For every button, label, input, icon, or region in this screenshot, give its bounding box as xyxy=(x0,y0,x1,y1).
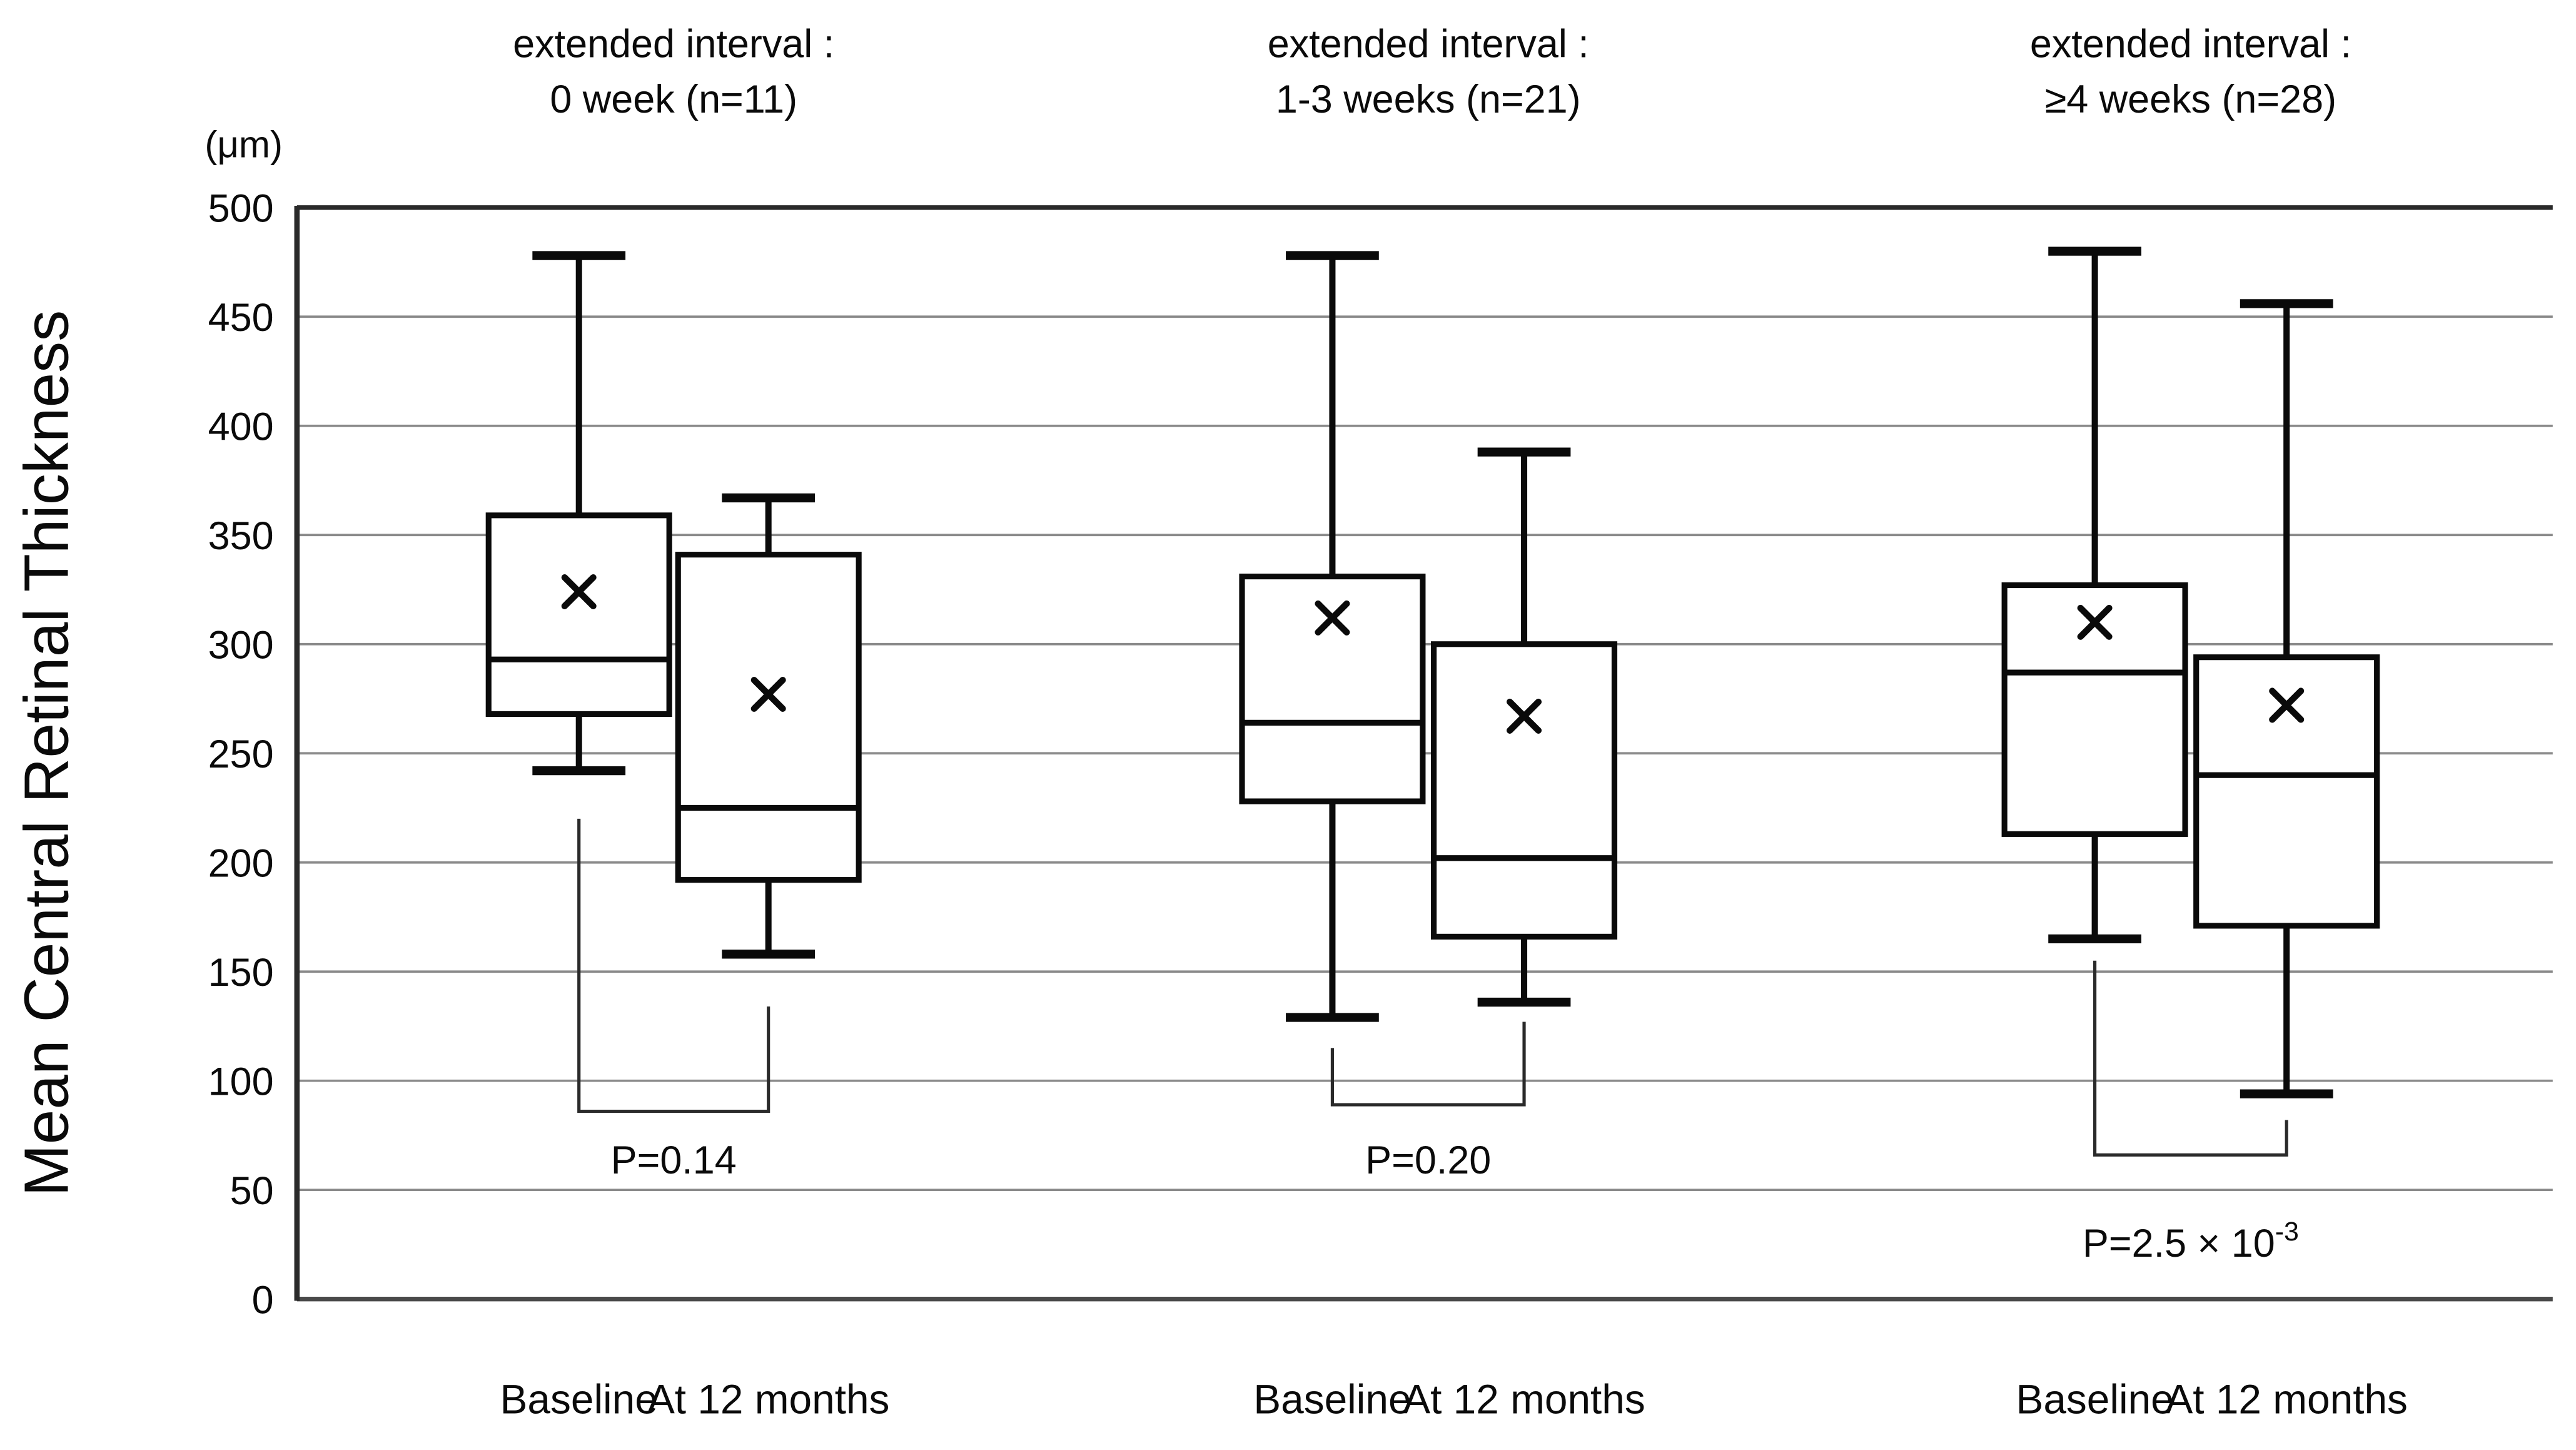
group-title-line1-g1: extended interval : xyxy=(513,23,834,66)
box-g2-at-12-months xyxy=(1431,641,1618,940)
y-tick-label-400: 400 xyxy=(208,405,274,449)
y-tick-label-500: 500 xyxy=(208,187,274,231)
group-title-line2-g2: 1-3 weeks (n=21) xyxy=(1276,78,1581,121)
y-tick-label-250: 250 xyxy=(208,733,274,776)
group-title-line2-g3: ≥4 weeks (n=28) xyxy=(2045,78,2336,121)
y-tick-label-150: 150 xyxy=(208,951,274,995)
box-g2-baseline xyxy=(1239,573,1426,804)
y-tick-label-450: 450 xyxy=(208,296,274,340)
y-tick-label-100: 100 xyxy=(208,1060,274,1104)
y-axis-unit-label: (μm) xyxy=(205,124,283,166)
mean-marker-g2-baseline xyxy=(1315,600,1350,636)
significance-bracket-g2 xyxy=(1330,1022,1526,1107)
group-title-line2-g1: 0 week (n=11) xyxy=(550,78,797,121)
mean-marker-g1-at-12-months xyxy=(750,676,786,712)
x-label-g3-at-12-months: At 12 months xyxy=(2165,1376,2408,1422)
box-g1-baseline xyxy=(485,512,672,717)
y-tick-label-50: 50 xyxy=(230,1169,274,1213)
y-tick-label-350: 350 xyxy=(208,514,274,558)
x-label-g1-at-12-months: At 12 months xyxy=(647,1376,890,1422)
group-title-line1-g2: extended interval : xyxy=(1268,23,1589,66)
mean-marker-g2-at-12-months xyxy=(1506,698,1542,734)
p-value-label-g3: P=2.5 × 10-3 xyxy=(2083,1217,2299,1265)
x-label-g2-baseline: Baseline xyxy=(1253,1376,1411,1422)
significance-bracket-g3 xyxy=(2093,960,2288,1157)
mean-marker-g1-baseline xyxy=(561,574,597,610)
x-label-g2-at-12-months: At 12 months xyxy=(1403,1376,1645,1422)
y-tick-label-200: 200 xyxy=(208,842,274,886)
x-label-g3-baseline: Baseline xyxy=(2016,1376,2173,1422)
group-title-line1-g3: extended interval : xyxy=(2030,23,2351,66)
mean-marker-g3-baseline xyxy=(2077,604,2113,640)
significance-bracket-g1 xyxy=(577,818,770,1113)
box-g3-at-12-months xyxy=(2193,654,2380,929)
y-axis-title: Mean Central Retinal Thickness xyxy=(12,310,82,1197)
y-tick-label-300: 300 xyxy=(208,624,274,667)
mean-marker-g3-at-12-months xyxy=(2269,687,2305,723)
p-value-label-g1: P=0.14 xyxy=(611,1138,737,1182)
x-label-g1-baseline: Baseline xyxy=(500,1376,658,1422)
y-tick-label-0: 0 xyxy=(252,1279,274,1322)
p-value-label-g2: P=0.20 xyxy=(1365,1138,1491,1182)
box-g1-at-12-months xyxy=(675,552,862,883)
